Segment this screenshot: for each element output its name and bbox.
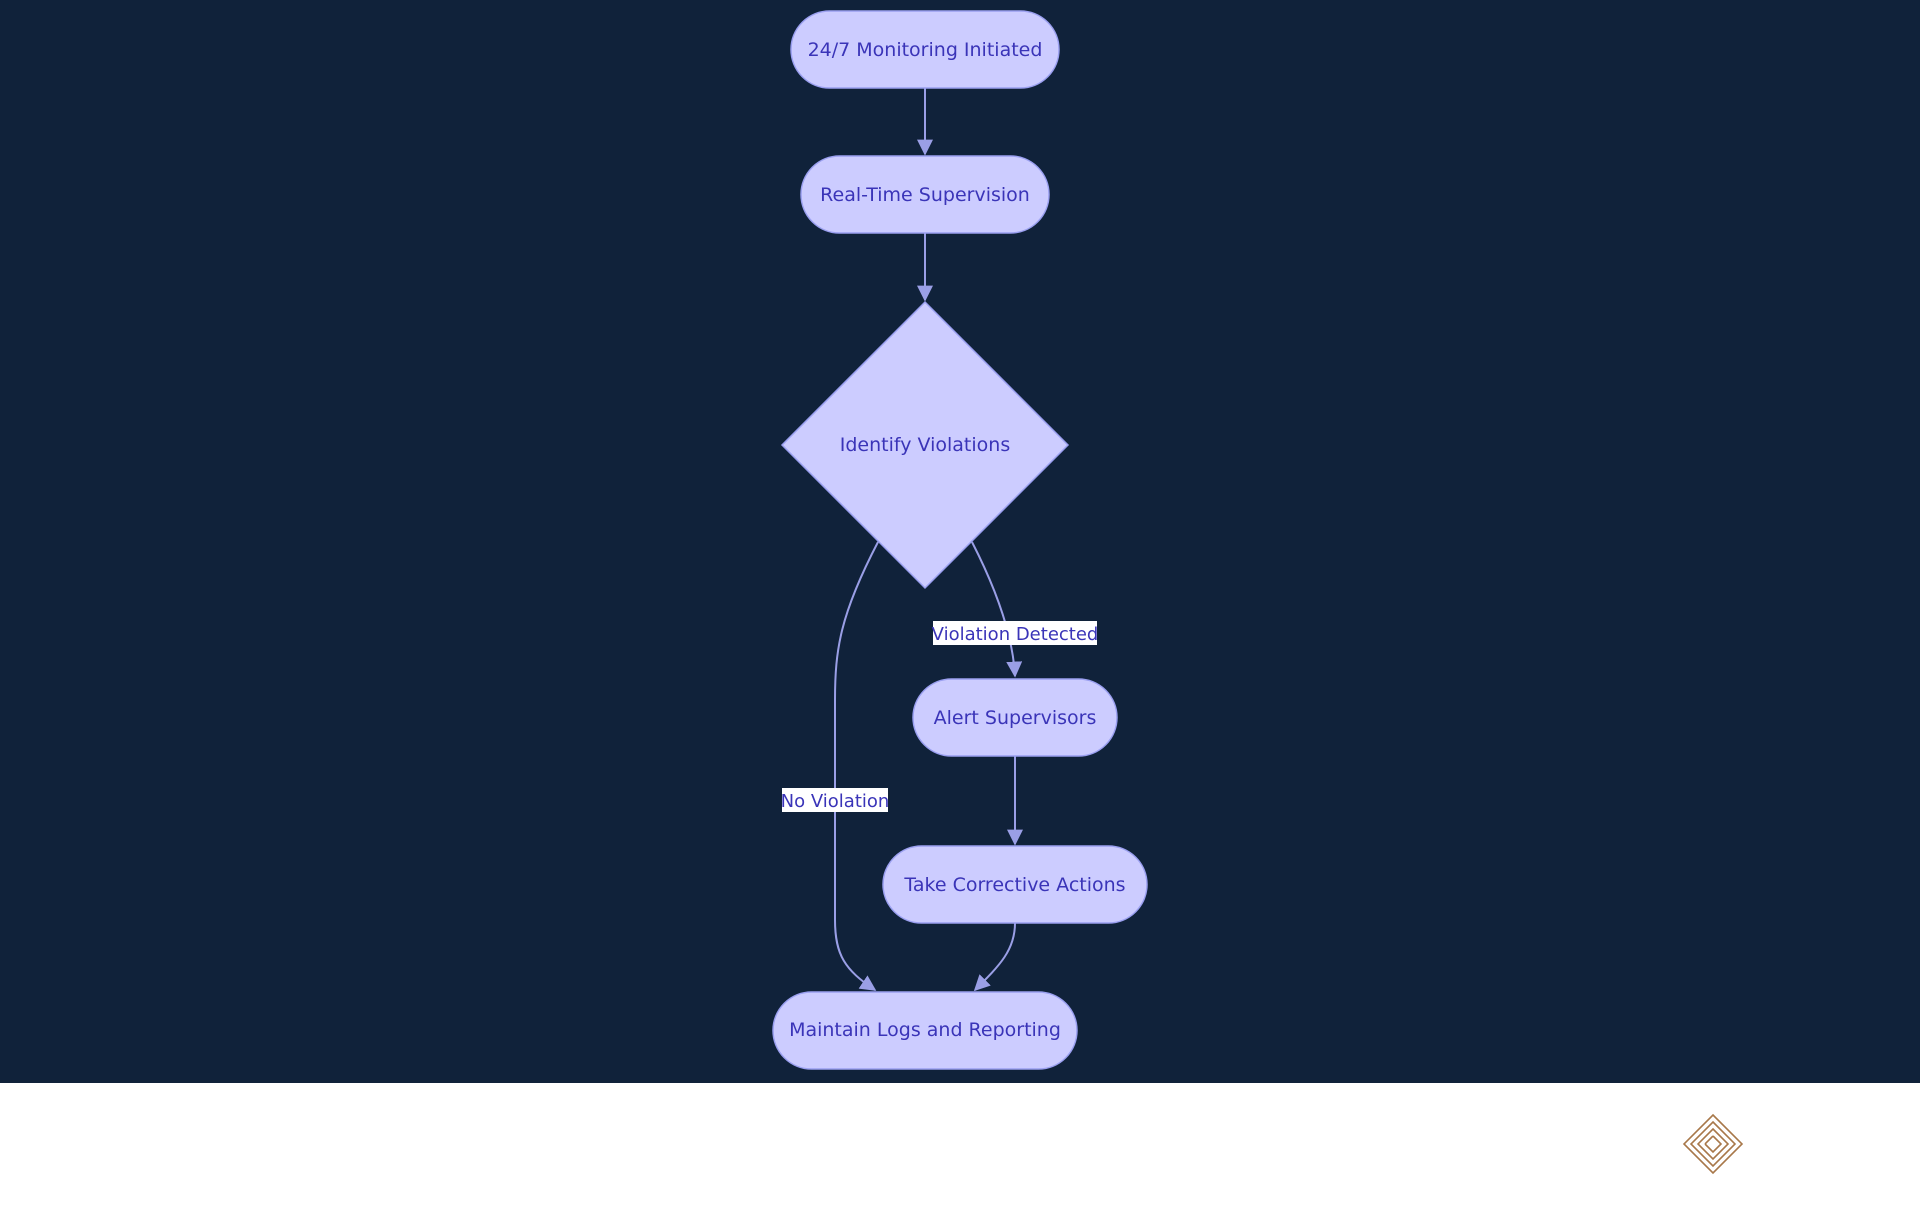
- edge-identify-to-alert: [971, 541, 1023, 678]
- node-identify-violations-label: Identify Violations: [840, 434, 1010, 456]
- node-alert-supervisors[interactable]: Alert Supervisors: [912, 678, 1118, 757]
- edge-label-violation-detected: Violation Detected: [932, 621, 1099, 645]
- node-identify-violations-decision[interactable]: Identify Violations: [780, 300, 1070, 590]
- node-monitoring-initiated-label: 24/7 Monitoring Initiated: [808, 39, 1043, 61]
- edge-corrective-to-logs: [973, 922, 1016, 992]
- node-real-time-supervision-label: Real-Time Supervision: [820, 184, 1030, 206]
- edges-layer: [834, 88, 1023, 992]
- node-maintain-logs-reporting[interactable]: Maintain Logs and Reporting: [772, 991, 1078, 1070]
- nodes-layer: 24/7 Monitoring Initiated Real-Time Supe…: [772, 10, 1148, 1070]
- node-take-corrective-actions-label: Take Corrective Actions: [903, 874, 1125, 896]
- edge-label-no-violation: No Violation: [781, 788, 890, 812]
- node-take-corrective-actions[interactable]: Take Corrective Actions: [882, 845, 1148, 924]
- node-maintain-logs-reporting-label: Maintain Logs and Reporting: [789, 1019, 1061, 1041]
- node-monitoring-initiated[interactable]: 24/7 Monitoring Initiated: [790, 10, 1060, 89]
- edge-label-no-violation-text: No Violation: [781, 791, 890, 812]
- node-alert-supervisors-label: Alert Supervisors: [934, 707, 1097, 729]
- node-real-time-supervision[interactable]: Real-Time Supervision: [800, 155, 1050, 234]
- edge-identify-to-logs: [834, 541, 879, 991]
- edge-label-violation-detected-text: Violation Detected: [932, 624, 1099, 645]
- flowchart-diagram: Violation Detected No Violation 24/7 Mon…: [772, 10, 1148, 1070]
- diagram-canvas: Violation Detected No Violation 24/7 Mon…: [0, 0, 1920, 1083]
- edge-labels-layer: Violation Detected No Violation: [781, 621, 1099, 812]
- diamond-spiral-logo-icon: [1682, 1113, 1744, 1179]
- footer-panel: [0, 1083, 1920, 1215]
